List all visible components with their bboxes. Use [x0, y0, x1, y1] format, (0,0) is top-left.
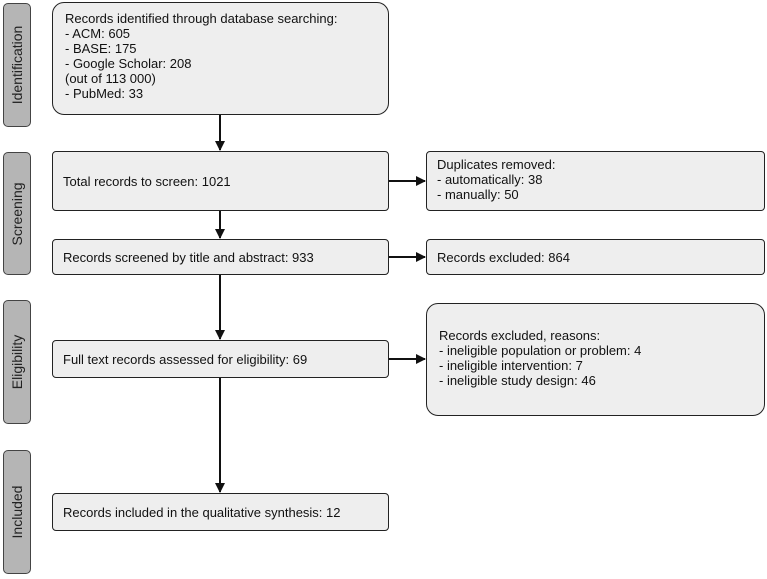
total-records-text: Total records to screen: 1021: [63, 173, 231, 189]
duplicates-line-1: Duplicates removed:: [437, 157, 556, 172]
fulltext-assessed-box: Full text records assessed for eligibili…: [52, 340, 389, 378]
records-excluded-text: Records excluded: 864: [437, 249, 570, 265]
records-screened-text: Records screened by title and abstract: …: [63, 249, 314, 265]
total-records-box: Total records to screen: 1021: [52, 151, 389, 211]
identified-line-1: Records identified through database sear…: [65, 11, 338, 26]
duplicates-line-2: - automatically: 38: [437, 172, 543, 187]
records-excluded-box: Records excluded: 864: [426, 239, 765, 275]
phase-eligibility: Eligibility: [3, 300, 31, 424]
reasons-line-3: - ineligible intervention: 7: [439, 358, 583, 373]
records-screened-box: Records screened by title and abstract: …: [52, 239, 389, 275]
records-identified-box: Records identified through database sear…: [52, 2, 389, 115]
excluded-reasons-box: Records excluded, reasons: - ineligible …: [426, 303, 765, 416]
records-included-box: Records included in the qualitative synt…: [52, 493, 389, 531]
phase-screening: Screening: [3, 152, 31, 275]
fulltext-assessed-text: Full text records assessed for eligibili…: [63, 351, 308, 367]
reasons-line-2: - ineligible population or problem: 4: [439, 343, 642, 358]
identified-line-2: - ACM: 605: [65, 26, 131, 41]
identified-line-4: - Google Scholar: 208: [65, 56, 192, 71]
records-included-text: Records included in the qualitative synt…: [63, 504, 341, 520]
reasons-line-4: - ineligible study design: 46: [439, 373, 596, 388]
identified-line-3: - BASE: 175: [65, 41, 137, 56]
duplicates-line-3: - manually: 50: [437, 187, 519, 202]
phase-identification: Identification: [3, 3, 31, 127]
phase-included: Included: [3, 450, 31, 574]
identified-line-6: - PubMed: 33: [65, 86, 144, 101]
identified-line-5: (out of 113 000): [65, 71, 156, 86]
reasons-line-1: Records excluded, reasons:: [439, 328, 601, 343]
duplicates-box: Duplicates removed: - automatically: 38 …: [426, 151, 765, 211]
